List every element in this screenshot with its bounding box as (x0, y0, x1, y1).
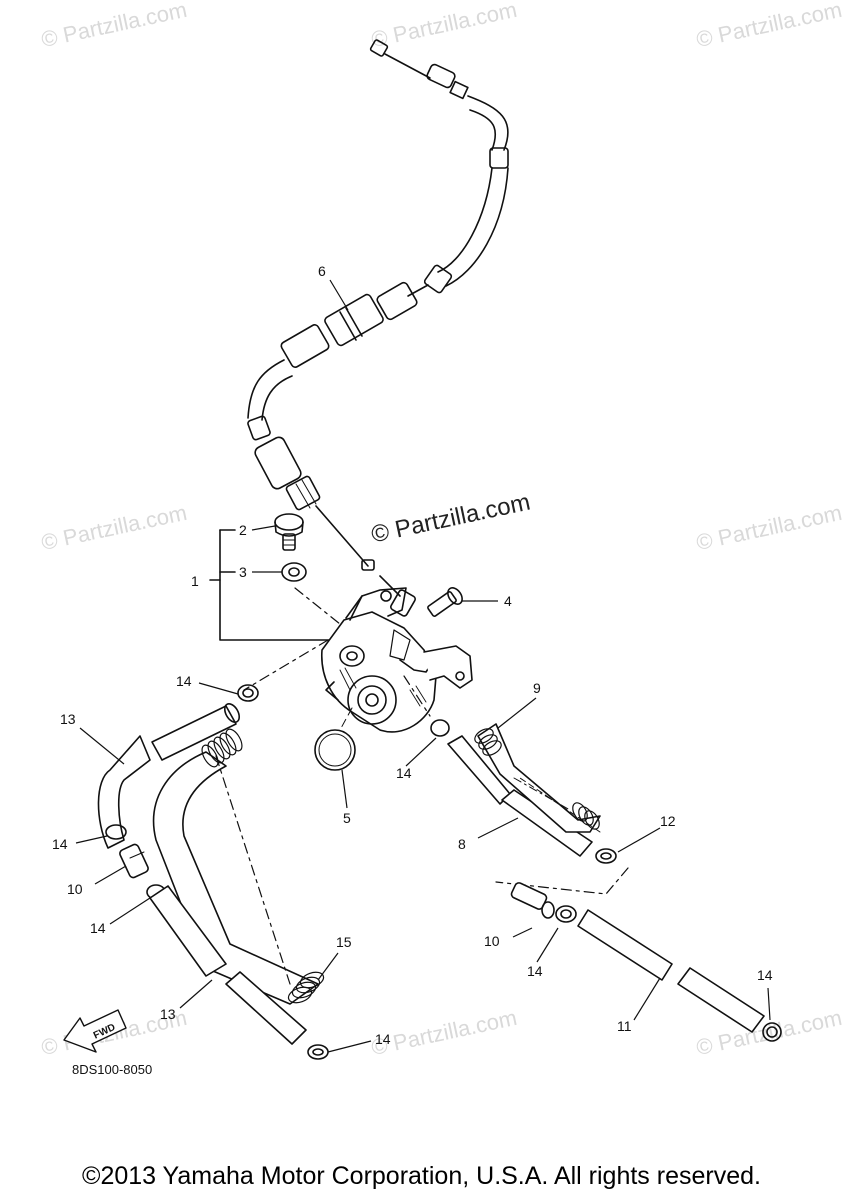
hose-part-13-upper (97, 735, 151, 849)
bolt-part-2 (274, 513, 304, 551)
copyright-footer: ©2013 Yamaha Motor Corporation, U.S.A. A… (82, 1162, 761, 1190)
callout-14: 14 (396, 765, 412, 781)
callout-14: 14 (375, 1031, 391, 1047)
callout-14: 14 (52, 836, 68, 852)
connector-part-10-left (119, 843, 149, 879)
hose-part-13-lower (149, 885, 227, 977)
callout-14: 14 (176, 673, 192, 689)
callout-11: 11 (617, 1018, 632, 1034)
washer-part-3 (281, 562, 307, 582)
callout-5: 5 (343, 810, 351, 826)
callout-1: 1 (191, 573, 199, 589)
hose-part-11 (577, 909, 673, 981)
fwd-arrow-icon: FWD (63, 1009, 127, 1053)
parts-diagram: 1 2 3 4 5 6 8 9 10 10 11 12 13 13 14 14 … (52, 39, 782, 1060)
throttle-cable (247, 39, 509, 571)
bolt-part-4 (427, 587, 463, 617)
o-ring-part-5 (314, 729, 356, 771)
callout-13-upper: 13 (60, 711, 76, 727)
callout-12: 12 (660, 813, 676, 829)
callout-14: 14 (90, 920, 106, 936)
callout-15: 15 (336, 934, 352, 950)
callout-13-lower: 13 (160, 1006, 176, 1022)
callout-2: 2 (239, 522, 247, 538)
callout-6: 6 (318, 263, 326, 279)
hose-part-15 (152, 751, 319, 1005)
callout-14: 14 (527, 963, 543, 979)
callout-4: 4 (504, 593, 512, 609)
diagram-code: 8DS100-8050 (72, 1062, 153, 1077)
callout-14: 14 (757, 967, 773, 983)
oil-pump-assembly (321, 587, 473, 733)
callout-9: 9 (533, 680, 541, 696)
callout-10-left: 10 (67, 881, 83, 897)
callout-10-right: 10 (484, 933, 500, 949)
callout-8: 8 (458, 836, 466, 852)
callout-3: 3 (239, 564, 247, 580)
